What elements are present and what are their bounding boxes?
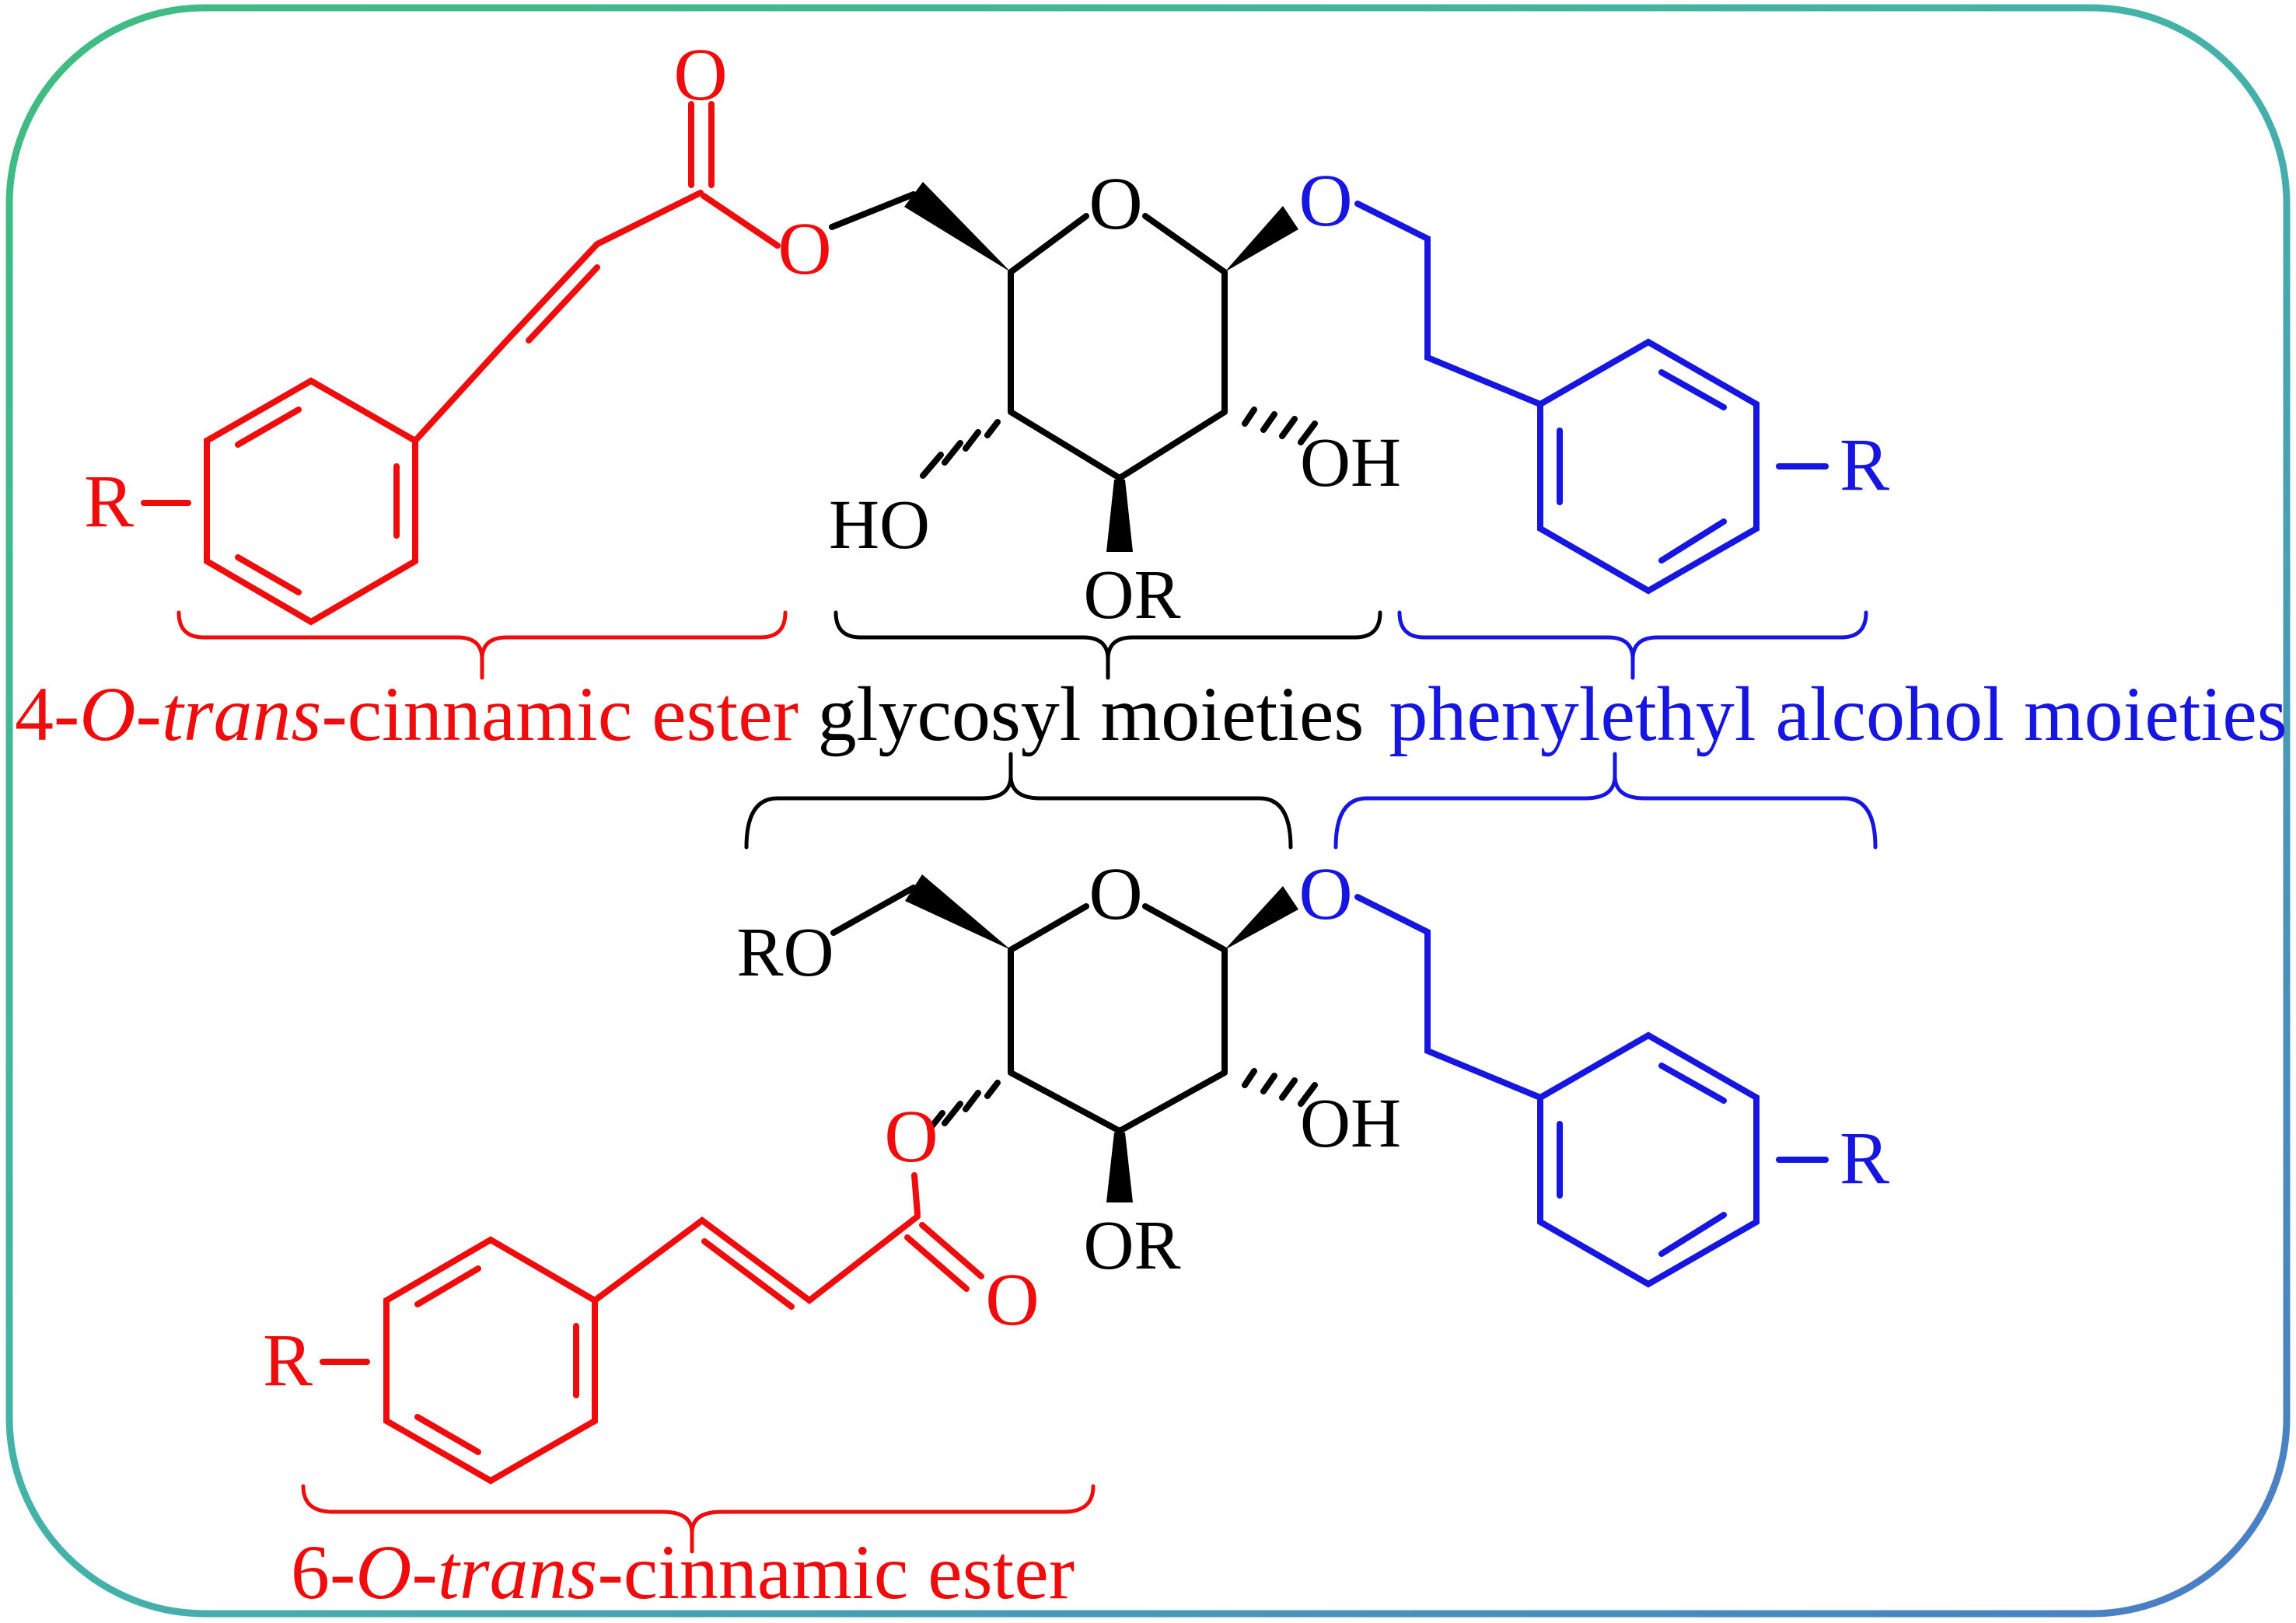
bottom-cinnamic-underbrace <box>301 1484 1096 1554</box>
bottom-ring-o-label: O <box>1089 852 1142 935</box>
top-carbonyl-o-label: O <box>673 33 727 116</box>
top-cinnamic-ring-inner-bonds <box>235 407 400 595</box>
bottom-c2-oh-label: OH <box>1300 1085 1401 1162</box>
top-carbonyl-to-ester-o-bond <box>701 193 781 249</box>
top-ester-o-label: O <box>778 207 831 290</box>
bottom-c3-bold-wedge <box>1106 1133 1133 1202</box>
annotation-braces-row2 <box>744 752 1878 850</box>
top-phenylethyl-ring-inner-bonds <box>1557 369 1727 564</box>
bottom-phenyl-r-label: R <box>1840 1116 1889 1199</box>
bottom-carbonyl-o-label: O <box>985 1258 1039 1341</box>
bottom-phenylethyl-group: O R <box>1298 852 1889 1288</box>
top-cinnamic-ester-group: R O O <box>84 33 832 626</box>
top-glycosyl-group: O HO OR OH <box>829 162 1401 633</box>
top-c6-to-ester-bond <box>829 191 917 230</box>
bottom-cinnamic-r-label: R <box>263 1318 313 1401</box>
bottom-cinnamic-ring-inner-bonds <box>414 1265 579 1455</box>
annotation-labels: 4-O-trans-cinnamic ester glycosyl moieti… <box>15 671 2287 757</box>
phenylethyl-alcohol-moieties-label: phenylethyl alcohol moieties <box>1389 671 2287 757</box>
bottom-carbonyl-double-bond <box>904 1222 984 1292</box>
top-cinnamic-ester-label: 4-O-trans-cinnamic ester <box>15 671 799 757</box>
top-phenylethyl-ring <box>1537 338 1760 595</box>
top-c4-ho-label: HO <box>829 487 930 564</box>
bottom-phenylethyl-ring <box>1537 1031 1760 1288</box>
top-phenylethyl-group: O R <box>1298 159 1889 595</box>
bottom-c2-dashed-wedge <box>1242 1068 1318 1107</box>
bottom-ester-o-to-carbonyl-bond <box>911 1172 921 1217</box>
bottom-phenylethyl-ring-inner-bonds <box>1557 1063 1727 1257</box>
glycosyl-moieties-label: glycosyl moieties <box>818 671 1365 757</box>
bottom-c6-bold-wedge <box>905 874 1011 950</box>
bottom-cinnamic-double-bond-inner <box>701 1238 795 1310</box>
top-c3-or-label: OR <box>1083 557 1180 633</box>
top-ring-o-label: O <box>1089 162 1142 245</box>
bottom-glycosyl-group: RO O OR OH <box>736 852 1401 1284</box>
top-cinnamic-phenyl-ring <box>204 377 418 626</box>
top-c1-bold-wedge <box>1225 206 1298 272</box>
bottom-cinnamic-vinyl-chain <box>592 1213 921 1305</box>
annotation-braces-row1 <box>176 610 1868 680</box>
bottom-c6-ro-label: RO <box>736 914 833 991</box>
top-c4-dashed-wedge <box>920 419 1001 479</box>
top-ring-bonds <box>1008 213 1228 481</box>
bottom-c6-to-ro-bond <box>830 885 917 936</box>
top-phenylethyl-underbrace <box>1397 610 1868 680</box>
figure-border <box>5 4 2291 1618</box>
top-phenylethyl-chain <box>1354 201 1543 407</box>
bottom-c3-or-label: OR <box>1083 1207 1180 1284</box>
top-cinnamic-r-label: R <box>84 459 134 543</box>
top-carbonyl-double-bond <box>688 101 715 188</box>
top-c6-bold-wedge <box>904 182 1011 272</box>
bottom-phenylethyl-overbrace <box>1333 752 1878 850</box>
top-cinnamic-vinyl-chain <box>412 190 704 444</box>
bottom-c4-dashed-wedge <box>927 1080 1001 1132</box>
top-glycosyl-underbrace <box>833 610 1382 680</box>
bottom-ring-bonds <box>1008 903 1228 1134</box>
bottom-ester-o-label: O <box>884 1094 938 1178</box>
top-c2-dashed-wedge <box>1242 407 1318 445</box>
bottom-cinnamic-phenyl-ring <box>383 1236 598 1485</box>
bottom-glycosyl-overbrace <box>744 752 1293 850</box>
top-glycosidic-o-label: O <box>1298 159 1352 242</box>
top-c3-bold-wedge <box>1106 480 1133 552</box>
bottom-cinnamic-ester-group: O O R 6-O-trans-cinnamic ester <box>263 1094 1096 1615</box>
top-cinnamic-double-bond-inner <box>526 264 600 344</box>
top-phenyl-r-label: R <box>1840 423 1889 506</box>
bottom-cinnamic-ester-label: 6-O-trans-cinnamic ester <box>291 1529 1075 1615</box>
bottom-phenylethyl-chain <box>1354 894 1543 1101</box>
top-cinnamic-underbrace <box>176 610 788 680</box>
bottom-c1-bold-wedge <box>1225 886 1298 950</box>
bottom-glycosidic-o-label: O <box>1298 852 1352 935</box>
top-c2-oh-label: OH <box>1300 424 1401 501</box>
